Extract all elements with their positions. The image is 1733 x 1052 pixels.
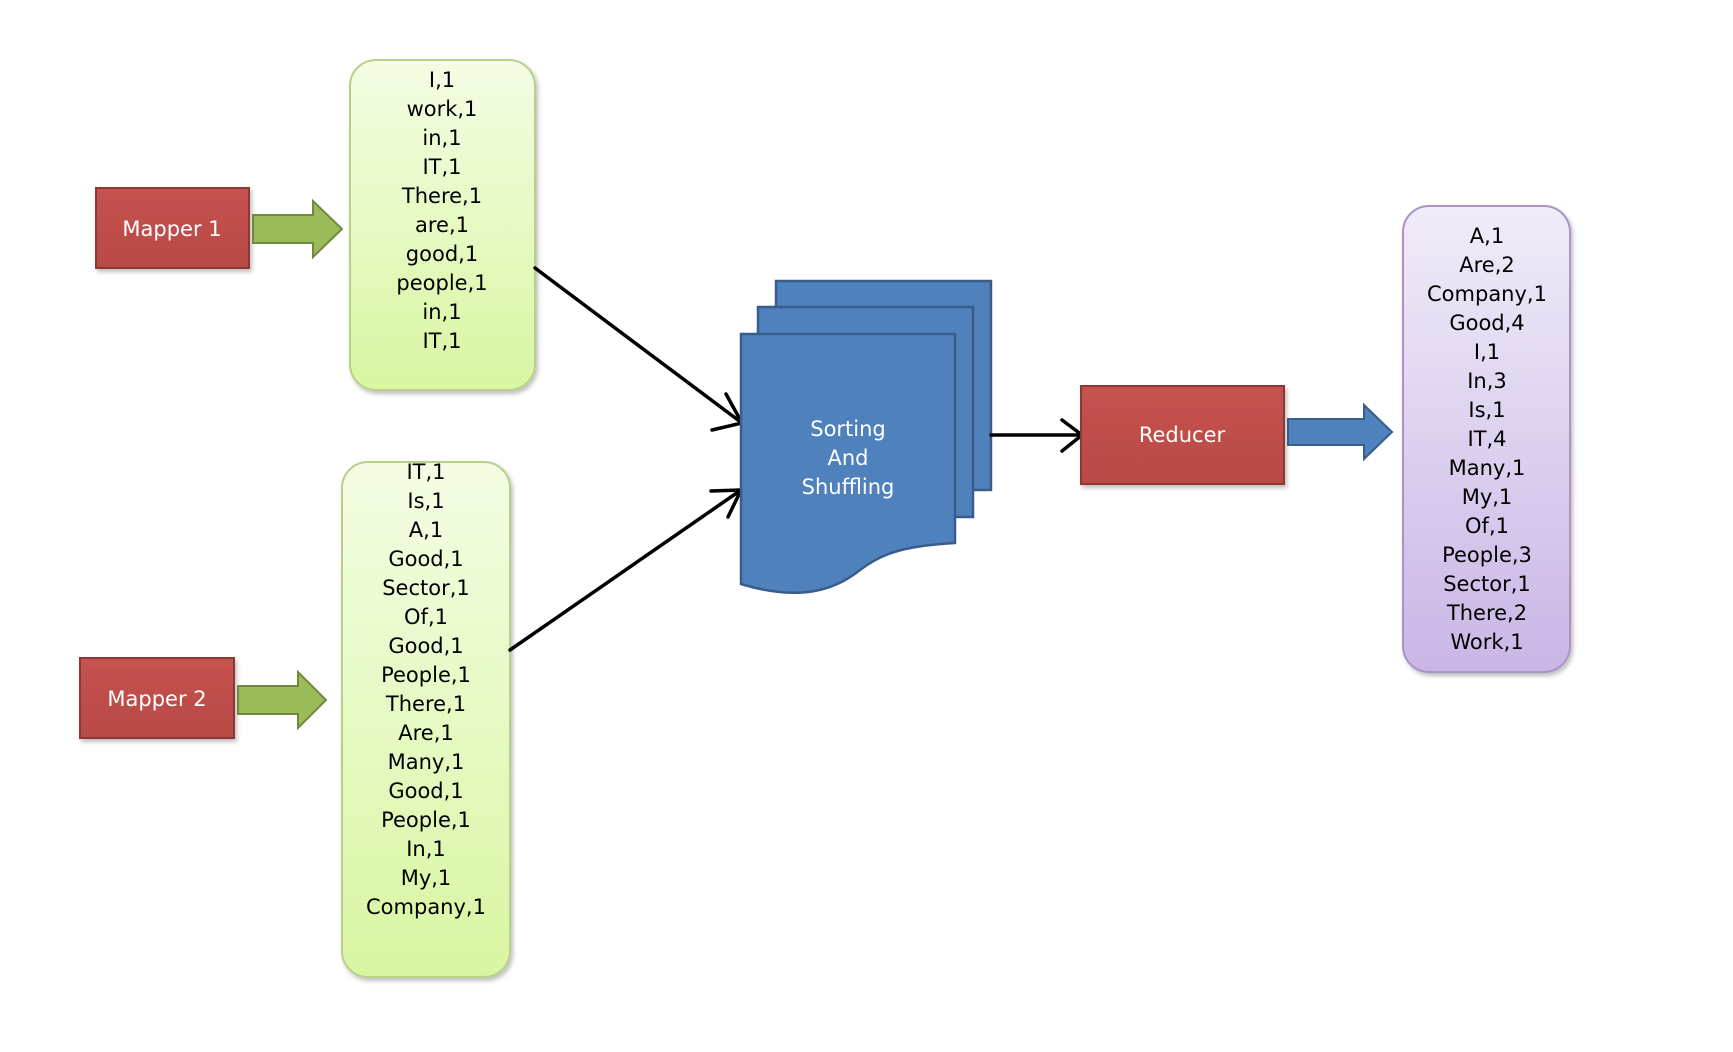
mapper-1-label: Mapper 1 xyxy=(122,217,221,241)
mapper-2: Mapper 2 xyxy=(79,657,235,739)
mapper-2-output-item: People,1 xyxy=(381,808,471,832)
reducer: Reducer xyxy=(1080,385,1285,485)
mapper-2-output-item: Are,1 xyxy=(398,721,454,745)
reducer-arrow xyxy=(1287,402,1394,462)
reducer-box xyxy=(1080,385,1285,485)
reducer-output-item: Sector,1 xyxy=(1443,572,1531,596)
mapper-1-output: I,1work,1in,1IT,1There,1are,1good,1peopl… xyxy=(349,59,536,391)
reducer-output-item: Is,1 xyxy=(1468,398,1505,422)
mapper-2-output-item: Good,1 xyxy=(388,634,463,658)
mapper-2-output-item: People,1 xyxy=(381,663,471,687)
mapper-1-output-box xyxy=(349,59,536,391)
mapper-1: Mapper 1 xyxy=(95,187,250,269)
mapper-1-output-item: IT,1 xyxy=(422,329,461,353)
mapper-2-output-item: Company,1 xyxy=(366,895,486,919)
mapper-1-output-item: are,1 xyxy=(415,213,469,237)
shuffle-label-line: And xyxy=(827,446,868,470)
reducer-output-list: A,1Are,2Company,1Good,4I,1In,3Is,1IT,4Ma… xyxy=(1427,224,1547,654)
mapper-1-output-item: good,1 xyxy=(406,242,478,266)
mapper-1-output-item: in,1 xyxy=(422,126,461,150)
reducer-output-item: People,3 xyxy=(1442,543,1532,567)
mapper-1-box xyxy=(95,187,250,269)
mapper-1-output-item: There,1 xyxy=(401,184,482,208)
shuffle-label-line: Shuffling xyxy=(802,475,895,499)
mapper-2-output-list: IT,1Is,1A,1Good,1Sector,1Of,1Good,1Peopl… xyxy=(366,460,486,919)
mapper-2-arrow xyxy=(237,669,328,731)
reducer-output-item: There,2 xyxy=(1446,601,1527,625)
reducer-output-item: Of,1 xyxy=(1465,514,1509,538)
mapper-2-output-item: Of,1 xyxy=(404,605,448,629)
connector-mapper-2-to-shuffle xyxy=(508,488,744,652)
reducer-output: A,1Are,2Company,1Good,4I,1In,3Is,1IT,4Ma… xyxy=(1402,205,1571,673)
mapper-2-output-item: My,1 xyxy=(401,866,452,890)
mapper-2-output-item: In,1 xyxy=(406,837,446,861)
mapper-2-box xyxy=(79,657,235,739)
mapper-2-output: IT,1Is,1A,1Good,1Sector,1Of,1Good,1Peopl… xyxy=(341,460,511,978)
mapper-1-output-item: in,1 xyxy=(422,300,461,324)
reducer-output-item: Many,1 xyxy=(1449,456,1526,480)
shuffle-page-front xyxy=(739,332,957,595)
mapper-1-output-item: I,1 xyxy=(429,68,455,92)
reducer-output-item: Good,4 xyxy=(1449,311,1524,335)
mapper-1-output-item: IT,1 xyxy=(422,155,461,179)
reducer-output-item: Are,2 xyxy=(1459,253,1515,277)
mapper-2-label: Mapper 2 xyxy=(107,687,206,711)
reducer-label: Reducer xyxy=(1139,423,1226,447)
reducer-output-item: Work,1 xyxy=(1450,630,1523,654)
mapper-2-output-item: Sector,1 xyxy=(382,576,470,600)
mapper-1-output-item: work,1 xyxy=(407,97,478,121)
mapper-1-arrow xyxy=(252,198,344,260)
reducer-output-item: A,1 xyxy=(1470,224,1504,248)
shuffle-label-line: Sorting xyxy=(810,417,886,441)
mapper-2-output-item: IT,1 xyxy=(406,460,445,484)
mapper-2-output-item: There,1 xyxy=(385,692,466,716)
mapper-2-output-item: Many,1 xyxy=(388,750,465,774)
reducer-output-item: In,3 xyxy=(1467,369,1507,393)
mapper-1-output-list: I,1work,1in,1IT,1There,1are,1good,1peopl… xyxy=(396,68,487,353)
connector-mapper-1-to-shuffle xyxy=(533,266,745,432)
mapper-2-output-item: Good,1 xyxy=(388,547,463,571)
reducer-output-item: Company,1 xyxy=(1427,282,1547,306)
mapper-2-output-item: A,1 xyxy=(409,518,443,542)
reducer-output-box xyxy=(1402,205,1571,673)
mapper-1-output-item: people,1 xyxy=(396,271,487,295)
mapper-2-output-item: Good,1 xyxy=(388,779,463,803)
reducer-output-item: My,1 xyxy=(1462,485,1513,509)
reducer-output-item: I,1 xyxy=(1474,340,1500,364)
reducer-output-item: IT,4 xyxy=(1467,427,1506,451)
mapper-2-output-box xyxy=(341,461,511,978)
mapper-2-output-item: Is,1 xyxy=(407,489,444,513)
connector-shuffle-to-reducer xyxy=(989,418,1085,453)
